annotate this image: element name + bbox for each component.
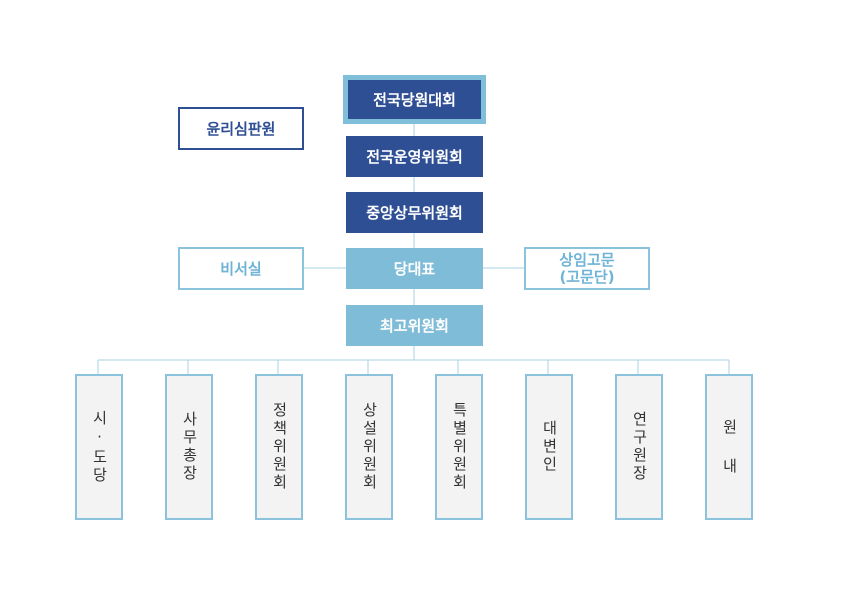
department-label: 상설위원회 bbox=[360, 402, 379, 492]
central-standing-committee-box: 중앙상무위원회 bbox=[346, 192, 483, 233]
department-box-spokesperson: 대변인 bbox=[525, 374, 573, 520]
party-leader-box: 당대표 bbox=[346, 248, 483, 289]
department-label: 시·도당 bbox=[90, 409, 109, 485]
ethics-tribunal-label: 윤리심판원 bbox=[206, 120, 276, 138]
secretary-office-box: 비서실 bbox=[178, 247, 304, 290]
party-leader-label: 당대표 bbox=[393, 260, 436, 278]
department-label: 특별위원회 bbox=[450, 402, 469, 492]
department-label: 원 내 bbox=[720, 418, 739, 476]
national-steering-committee-box: 전국운영위원회 bbox=[346, 136, 483, 177]
national-convention-box: 전국당원대회 bbox=[348, 80, 481, 119]
standing-advisor-label: 상임고문 bbox=[559, 250, 615, 269]
national-steering-committee-label: 전국운영위원회 bbox=[366, 148, 463, 166]
central-standing-committee-label: 중앙상무위원회 bbox=[366, 204, 463, 222]
department-label: 연구원장 bbox=[630, 411, 649, 483]
supreme-council-label: 최고위원회 bbox=[379, 317, 449, 335]
department-box-secretary-general: 사무총장 bbox=[165, 374, 213, 520]
department-box-policy-committee: 정책위원회 bbox=[255, 374, 303, 520]
department-box-provincial-parties: 시·도당 bbox=[75, 374, 123, 520]
department-box-research-institute-head: 연구원장 bbox=[615, 374, 663, 520]
department-label: 정책위원회 bbox=[270, 402, 289, 492]
standing-advisor-box: 상임고문 (고문단) bbox=[524, 247, 650, 290]
advisory-group-label: (고문단) bbox=[559, 267, 615, 286]
ethics-tribunal-box: 윤리심판원 bbox=[178, 107, 304, 150]
department-box-special-committee: 특별위원회 bbox=[435, 374, 483, 520]
department-box-standing-committee: 상설위원회 bbox=[345, 374, 393, 520]
department-label: 대변인 bbox=[540, 420, 559, 474]
department-label: 사무총장 bbox=[180, 411, 199, 483]
secretary-office-label: 비서실 bbox=[220, 260, 262, 278]
national-convention-label: 전국당원대회 bbox=[373, 91, 456, 109]
department-box-parliamentary: 원 내 bbox=[705, 374, 753, 520]
supreme-council-box: 최고위원회 bbox=[346, 305, 483, 346]
